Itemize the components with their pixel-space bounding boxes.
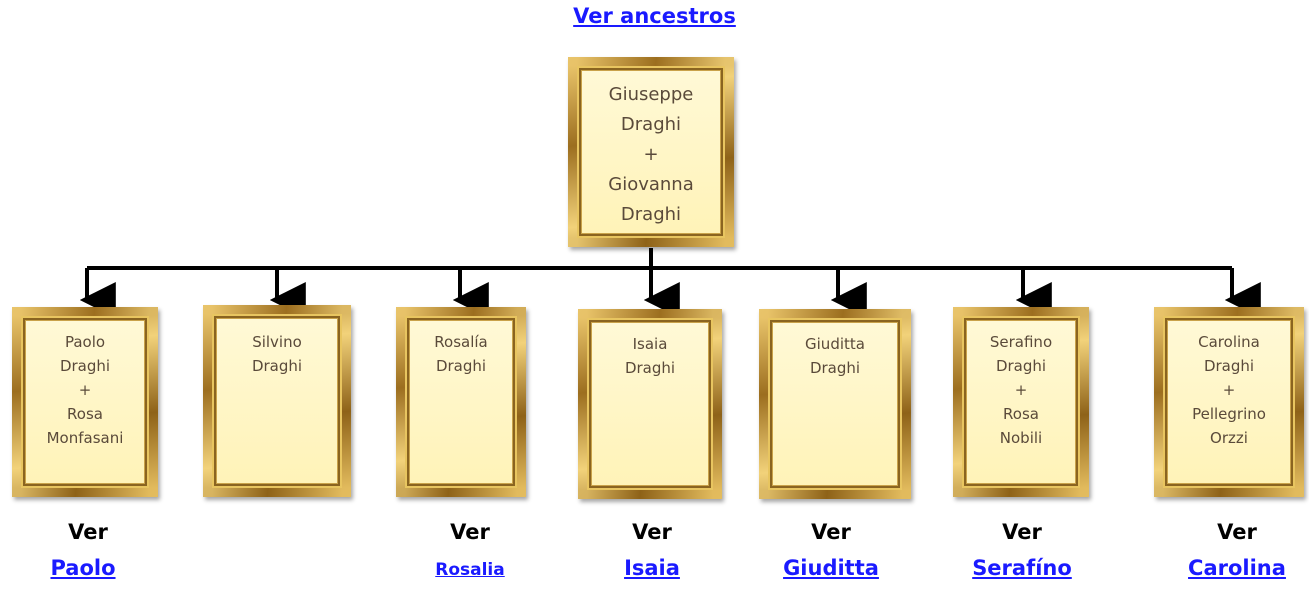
link-rosalia[interactable]: Rosalia bbox=[435, 560, 505, 580]
giuditta-line-1: Giuditta bbox=[805, 335, 865, 353]
serafino-line-5: Nobili bbox=[999, 429, 1043, 447]
parents-line-1: Giuseppe bbox=[608, 84, 694, 105]
parents-line-5: Draghi bbox=[620, 204, 682, 225]
rosalia-line-1: Rosalía bbox=[434, 333, 488, 351]
paolo-line-1: Paolo bbox=[64, 333, 106, 351]
paolo-line-2: Draghi bbox=[59, 357, 111, 375]
carolina-line-3: + bbox=[1222, 381, 1236, 399]
frame-isaia: Isaia Draghi bbox=[578, 309, 722, 499]
giuditta-line-2: Draghi bbox=[809, 359, 861, 377]
rosalia-line-2: Draghi bbox=[435, 357, 487, 375]
link-paolo[interactable]: Paolo bbox=[50, 556, 116, 580]
carolina-line-4: Pellegrino bbox=[1192, 405, 1266, 423]
family-tree-connectors bbox=[79, 248, 1261, 318]
carolina-line-1: Carolina bbox=[1198, 333, 1260, 351]
frame-giuseppe-giovanna: Giuseppe Draghi + Giovanna Draghi bbox=[568, 57, 734, 247]
ver-label-paolo: Ver bbox=[68, 520, 108, 544]
link-carolina[interactable]: Carolina bbox=[1188, 556, 1286, 580]
isaia-line-2: Draghi bbox=[624, 359, 676, 377]
link-isaia[interactable]: Isaia bbox=[624, 556, 680, 580]
link-giuditta[interactable]: Giuditta bbox=[783, 556, 879, 580]
frame-carolina: Carolina Draghi + Pellegrino Orzzi bbox=[1154, 307, 1304, 497]
ver-label-carolina: Ver bbox=[1217, 520, 1257, 544]
silvino-line-2: Draghi bbox=[251, 357, 303, 375]
ver-label-rosalia: Ver bbox=[450, 520, 490, 544]
frame-silvino: Silvino Draghi bbox=[203, 305, 351, 497]
parents-line-4: Giovanna bbox=[608, 174, 694, 195]
frame-paolo: Paolo Draghi + Rosa Monfasani bbox=[12, 307, 158, 497]
parents-line-2: Draghi bbox=[620, 114, 682, 135]
frame-rosalia: Rosalía Draghi bbox=[396, 307, 526, 497]
ver-label-serafino: Ver bbox=[1002, 520, 1042, 544]
ver-ancestros-link[interactable]: Ver ancestros bbox=[573, 4, 736, 28]
paolo-line-3: + bbox=[78, 381, 92, 399]
link-serafino[interactable]: Serafíno bbox=[972, 556, 1072, 580]
silvino-line-1: Silvino bbox=[252, 333, 302, 351]
paolo-line-4: Rosa bbox=[67, 405, 103, 423]
parents-line-3: + bbox=[643, 144, 659, 165]
frame-giuditta: Giuditta Draghi bbox=[759, 309, 911, 499]
serafino-line-2: Draghi bbox=[995, 357, 1047, 375]
frame-serafino: Serafino Draghi + Rosa Nobili bbox=[953, 307, 1089, 497]
ver-label-isaia: Ver bbox=[632, 520, 672, 544]
carolina-line-5: Orzzi bbox=[1210, 429, 1248, 447]
carolina-line-2: Draghi bbox=[1203, 357, 1255, 375]
serafino-line-4: Rosa bbox=[1003, 405, 1039, 423]
isaia-line-1: Isaia bbox=[632, 335, 668, 353]
paolo-line-5: Monfasani bbox=[46, 429, 124, 447]
parents-names: Giuseppe Draghi + Giovanna Draghi bbox=[577, 80, 725, 230]
serafino-line-3: + bbox=[1014, 381, 1028, 399]
ver-label-giuditta: Ver bbox=[811, 520, 851, 544]
serafino-line-1: Serafino bbox=[989, 333, 1053, 351]
